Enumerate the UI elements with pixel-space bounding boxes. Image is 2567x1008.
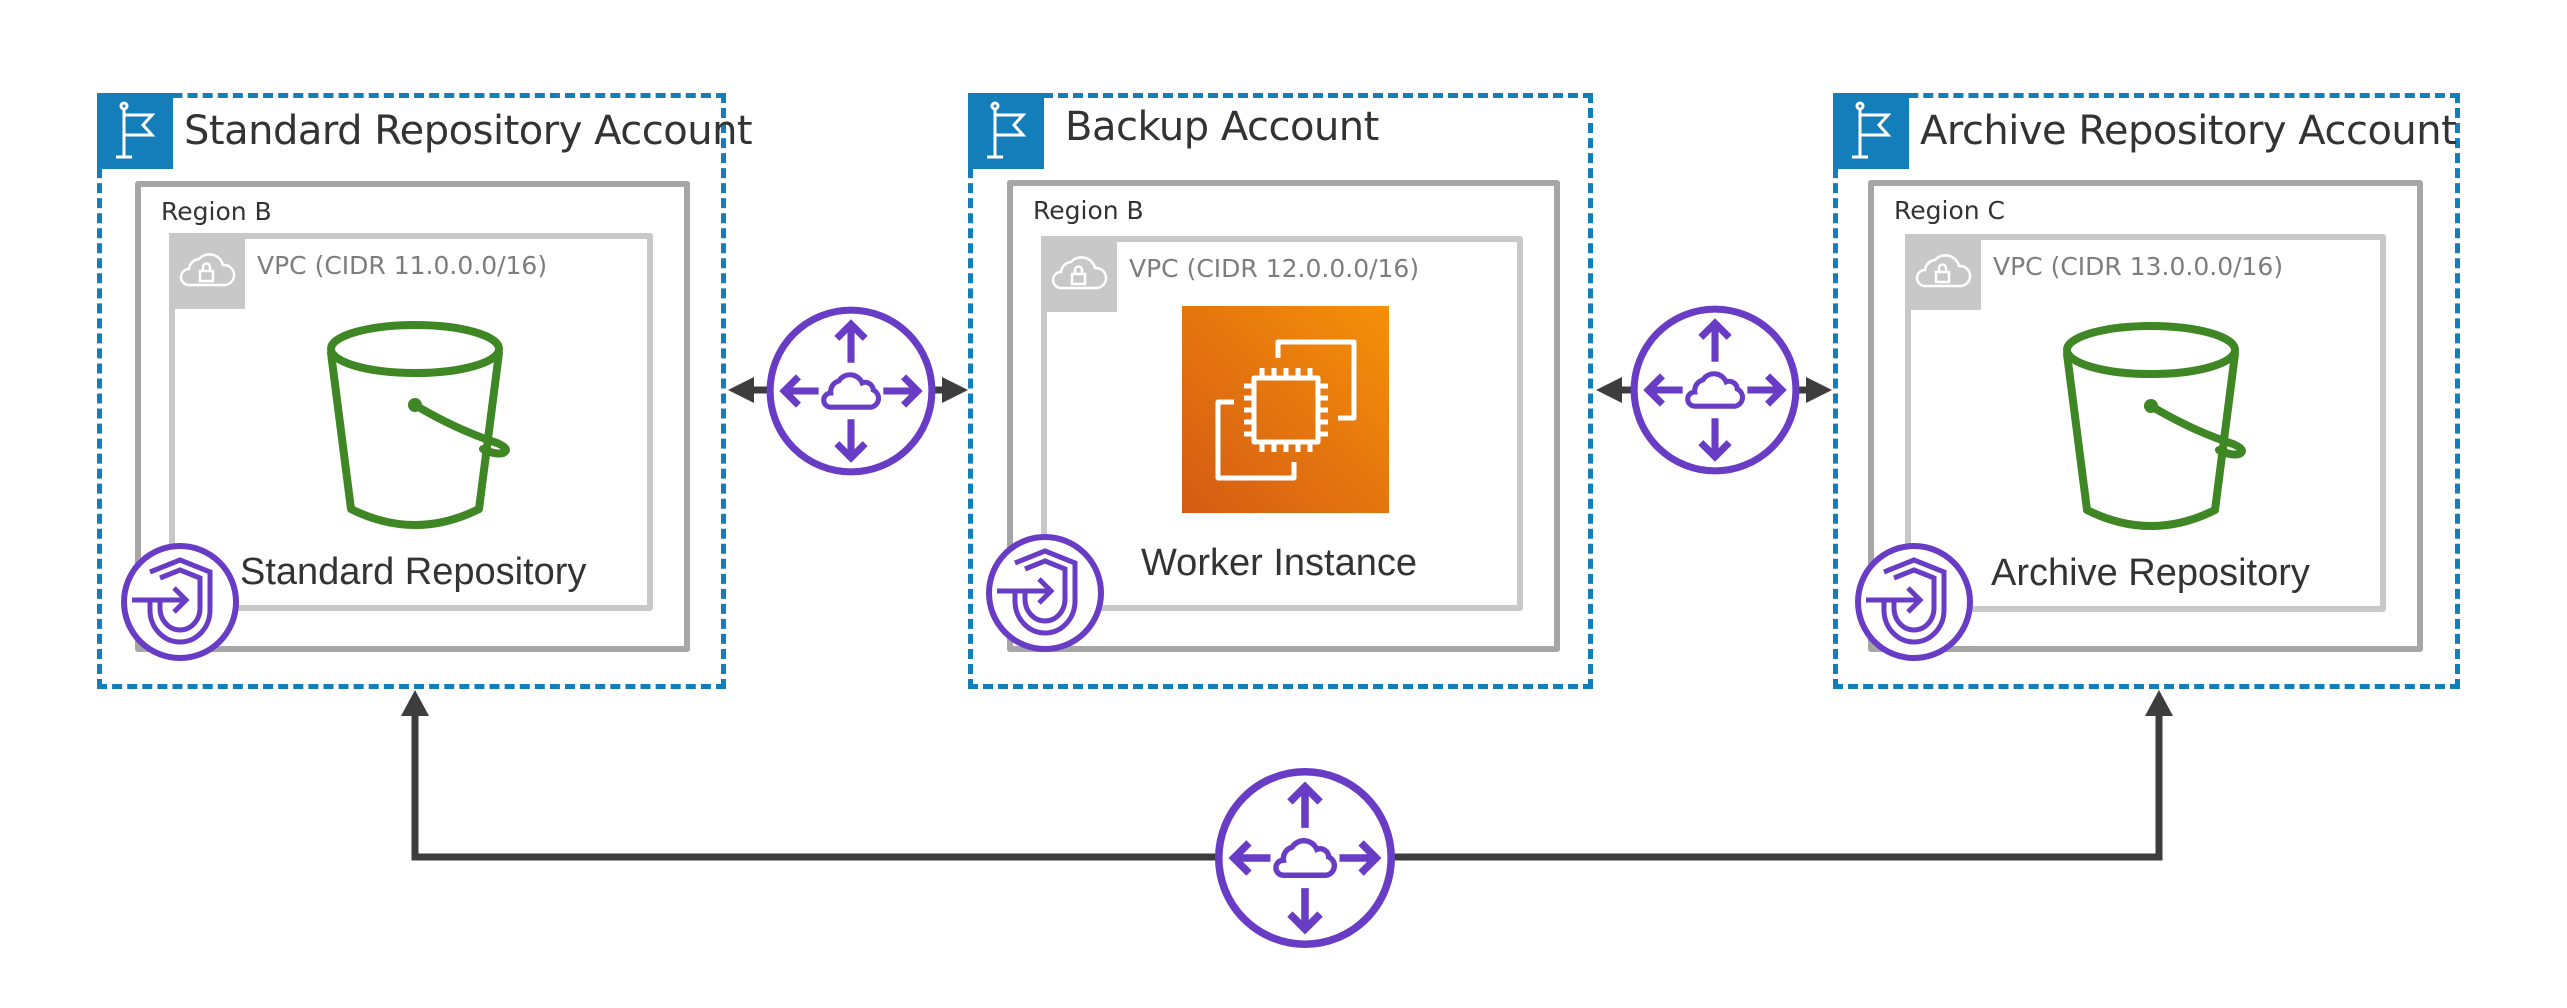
vpc-peering-icon [1219, 772, 1391, 944]
s3-bucket-icon [2063, 322, 2246, 530]
vpc-box: VPC (CIDR 12.0.0.0/16) Worker Instance [1041, 236, 1523, 611]
flag-icon [968, 93, 1044, 169]
resource-label: Archive Repository [1991, 552, 2310, 594]
vpc-label: VPC (CIDR 13.0.0.0/16) [1993, 252, 2284, 281]
account-title: Archive Repository Account [1920, 108, 2457, 154]
s3-bucket-icon [327, 321, 510, 529]
vpc-endpoint-shield-icon [989, 537, 1101, 649]
flag-icon [97, 93, 173, 169]
ec2-instance-icon [1182, 306, 1389, 513]
arrowhead [1596, 377, 1622, 403]
cloud-lock-icon [1905, 234, 1981, 310]
arrowhead [1806, 377, 1832, 403]
account-title: Backup Account [1065, 104, 1379, 150]
resource-label: Worker Instance [1141, 542, 1417, 584]
region-box: Region B VPC (CIDR 12.0.0.0/16) Worker I… [1007, 180, 1560, 652]
flag-icon [1833, 93, 1909, 169]
region-label: Region B [161, 197, 272, 226]
account-backup: Backup Account Region B VPC (CIDR 12.0.0… [968, 93, 1593, 689]
cloud-lock-icon [169, 233, 245, 309]
vpc-label: VPC (CIDR 11.0.0.0/16) [257, 251, 548, 280]
arrowhead [728, 377, 754, 403]
vpc-box: VPC (CIDR 13.0.0.0/16) Archive Repositor… [1905, 234, 2386, 612]
resource-label: Standard Repository [240, 551, 587, 593]
region-label: Region B [1033, 196, 1144, 225]
vpc-box: VPC (CIDR 11.0.0.0/16) Standard Reposito… [169, 233, 653, 611]
arrowhead [2145, 690, 2173, 716]
vpc-endpoint-shield-icon [1858, 546, 1970, 658]
region-label: Region C [1894, 196, 2005, 225]
cloud-lock-icon [1041, 236, 1117, 312]
vpc-label: VPC (CIDR 12.0.0.0/16) [1129, 254, 1420, 283]
vpc-endpoint-shield-icon [124, 546, 236, 658]
arrowhead [401, 690, 429, 716]
account-title: Standard Repository Account [184, 108, 753, 154]
vpc-peering-icon [1634, 309, 1796, 471]
vpc-peering-icon [770, 310, 932, 472]
arrowhead [942, 377, 968, 403]
